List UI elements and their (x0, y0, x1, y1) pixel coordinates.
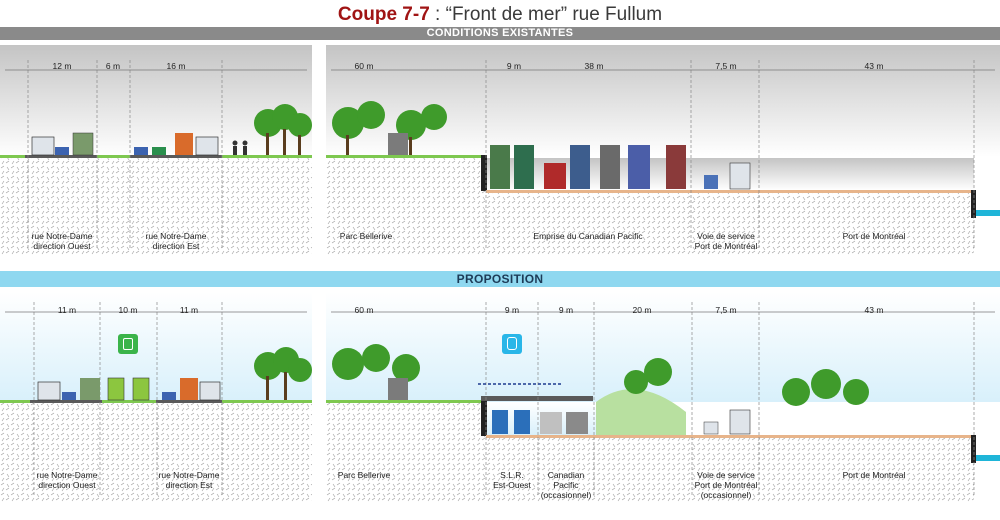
dimension-label: 12 m (52, 61, 72, 71)
zone-label: rue Notre-Dame direction Est (158, 470, 220, 490)
title-separator: : (429, 4, 446, 25)
section-code: Coupe 7-7 (337, 4, 430, 25)
proposal-left-drawing (0, 292, 312, 502)
zone-label: rue Notre-Dame direction Ouest (31, 231, 93, 251)
existing-conditions-banner: CONDITIONS EXISTANTES (0, 27, 1000, 40)
zone-label: Emprise du Canadian Pacific (533, 231, 643, 241)
containers (490, 145, 686, 189)
section-name: “Front de mer” rue Fullum (445, 4, 663, 25)
dimension-label: 9 m (558, 305, 574, 315)
zone-label: Voie de service Port de Montréal (occasi… (694, 470, 758, 500)
zone-label: rue Notre-Dame direction Ouest (36, 470, 98, 490)
dimension-label: 43 m (864, 61, 884, 71)
dimension-label: 9 m (504, 305, 520, 315)
zone-label: Port de Montréal (842, 470, 906, 480)
dimension-label: 6 m (105, 61, 121, 71)
dimension-label: 11 m (57, 305, 77, 315)
existing-right-drawing (326, 45, 1000, 255)
dimension-label: 7,5 m (715, 61, 737, 71)
dimension-label: 38 m (584, 61, 604, 71)
vehicles (31, 132, 219, 156)
dimension-label: 20 m (632, 305, 652, 315)
park-trees (332, 101, 447, 155)
dimension-label: 60 m (354, 61, 374, 71)
dimension-label: 11 m (179, 305, 199, 315)
dimension-label: 7,5 m (715, 305, 737, 315)
dimension-label: 16 m (166, 61, 186, 71)
zone-label: rue Notre-Dame direction Est (145, 231, 207, 251)
dimension-label: 9 m (506, 61, 522, 71)
zone-label: Port de Montréal (842, 231, 906, 241)
trees (254, 104, 312, 155)
zone-label: Canadian Pacific (occasionnel) (540, 470, 592, 500)
existing-right-section: 60 m 9 m 38 m 7,5 m 43 m Parc Bellerive … (326, 45, 1000, 255)
proposal-banner: PROPOSITION (0, 271, 1000, 287)
zone-label: Voie de service Port de Montréal (694, 231, 758, 251)
page-title: Coupe 7-7 : “Front de mer” rue Fullum (0, 4, 1000, 26)
existing-left-drawing (0, 45, 312, 255)
tram-icon (118, 334, 138, 354)
existing-left-section: 12 m 6 m 16 m rue Notre-Dame direction O… (0, 45, 312, 255)
proposal-right-section: 60 m 9 m 9 m 20 m 7,5 m 43 m Parc Beller… (326, 292, 1000, 502)
zone-label: Parc Bellerive (337, 470, 391, 480)
dimension-label: 60 m (354, 305, 374, 315)
train-icon (502, 334, 522, 354)
dimension-label: 10 m (118, 305, 138, 315)
dimension-label: 43 m (864, 305, 884, 315)
zone-label: Parc Bellerive (339, 231, 393, 241)
zone-label: S.L.R. Est-Ouest (493, 470, 531, 490)
proposal-left-section: 11 m 10 m 11 m rue Notre-Dame direction … (0, 292, 312, 502)
proposal-right-drawing (326, 292, 1000, 502)
